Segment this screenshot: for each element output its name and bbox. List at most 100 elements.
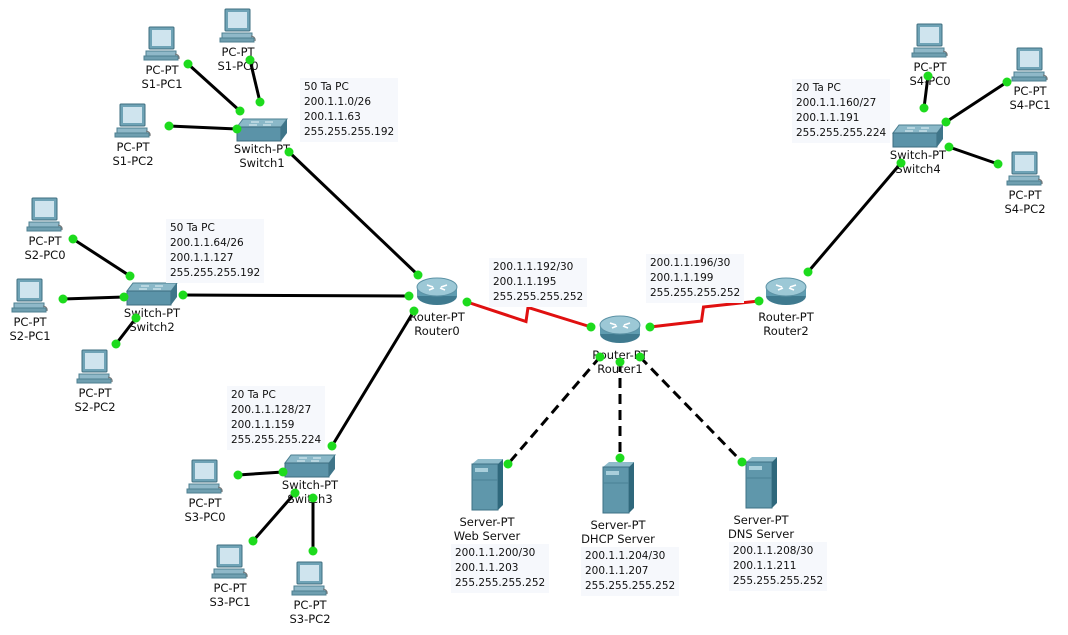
port-status-dot	[248, 536, 258, 546]
note-line: 200.1.1.192/30	[493, 261, 574, 273]
device-model: Switch-PT	[281, 478, 339, 492]
device-model: Router-PT	[758, 310, 814, 324]
port-status-dot	[615, 357, 625, 367]
port-status-dot	[278, 467, 288, 477]
pc-icon[interactable]	[218, 8, 258, 49]
port-status-dot	[327, 441, 337, 451]
pc-icon[interactable]	[185, 459, 225, 500]
switch-icon[interactable]	[891, 123, 945, 152]
pc-icon[interactable]	[290, 561, 330, 602]
link-s1-pc0-switch1[interactable]	[248, 59, 262, 103]
link-switch4-router2[interactable]	[806, 162, 903, 273]
pc-icon[interactable]	[1010, 47, 1050, 88]
port-status-dot	[615, 453, 625, 463]
router-icon[interactable]	[598, 315, 642, 348]
port-status-dot	[255, 97, 265, 107]
device-name: Router2	[763, 324, 809, 338]
router-icon[interactable]	[415, 277, 459, 310]
link-switch3-router0[interactable]	[330, 310, 416, 447]
note-line: 20 Ta PC	[231, 389, 276, 401]
link-router1-dnsserver[interactable]	[638, 355, 744, 464]
link-s1-pc1-switch1[interactable]	[186, 62, 242, 113]
link-router1-webserver[interactable]	[506, 356, 602, 465]
pc-icon[interactable]	[142, 26, 182, 67]
pc-icon[interactable]	[10, 278, 50, 319]
server-icon[interactable]	[744, 456, 778, 513]
port-status-dot	[503, 459, 513, 469]
pc-icon[interactable]	[910, 23, 950, 64]
switch-icon[interactable]	[235, 117, 289, 146]
device-name: S1-PC2	[112, 154, 154, 168]
device-model: PC-PT	[221, 45, 255, 59]
port-status-dot	[404, 291, 414, 301]
link-router1-router2[interactable]	[649, 299, 760, 329]
pc-icon[interactable]	[75, 349, 115, 390]
device-model: PC-PT	[116, 140, 150, 154]
device-name: S1-PC1	[141, 77, 183, 91]
note-line: 255.255.255.252	[650, 287, 741, 299]
device-name: S3-PC1	[209, 595, 251, 609]
note-line: 200.1.1.63	[304, 111, 361, 123]
link-s3-pc1-switch3[interactable]	[251, 492, 297, 542]
server-icon[interactable]	[470, 458, 504, 515]
device-model: PC-PT	[1013, 84, 1047, 98]
switch-icon[interactable]	[283, 453, 337, 482]
link-s3-pc0-switch3[interactable]	[237, 470, 284, 477]
note-line: 200.1.1.0/26	[304, 96, 371, 108]
router-icon[interactable]	[764, 277, 808, 310]
device-name: S4-PC0	[909, 74, 951, 88]
pc-icon[interactable]	[113, 103, 153, 144]
switch-icon[interactable]	[125, 281, 179, 310]
port-status-dot	[233, 470, 243, 480]
link-s2-pc2-switch2[interactable]	[114, 317, 138, 345]
pc-icon[interactable]	[210, 544, 250, 585]
port-status-dot	[919, 103, 929, 113]
pc-icon[interactable]	[25, 197, 65, 238]
link-s1-pc2-switch1[interactable]	[168, 124, 238, 131]
link-s4-pc1-switch4[interactable]	[945, 80, 1008, 124]
port-status-dot	[993, 159, 1003, 169]
note-line: 50 Ta PC	[170, 222, 215, 234]
device-model: PC-PT	[213, 581, 247, 595]
device-model: PC-PT	[145, 63, 179, 77]
link-s4-pc0-switch4[interactable]	[922, 75, 930, 109]
note-line: 200.1.1.211	[733, 560, 797, 572]
link-s2-pc1-switch2[interactable]	[62, 295, 125, 301]
link-s4-pc2-switch4[interactable]	[948, 145, 999, 166]
server-icon[interactable]	[601, 461, 635, 518]
port-status-dot	[178, 290, 188, 300]
link-s2-pc0-switch2[interactable]	[72, 237, 131, 278]
note-line: 200.1.1.199	[650, 272, 714, 284]
port-status-dot	[586, 322, 596, 332]
device-model: Router-PT	[409, 310, 465, 324]
link-switch2-router0[interactable]	[182, 293, 410, 298]
note-line: 255.255.255.252	[585, 580, 676, 592]
port-status-dot	[131, 313, 141, 323]
link-router0-router1[interactable]	[466, 300, 592, 329]
port-status-dot	[595, 352, 605, 362]
device-name: Router0	[414, 324, 460, 338]
port-status-dot	[245, 55, 255, 65]
note-r1-r2-subnet[interactable]: 200.1.1.196/30 200.1.1.199 255.255.255.252	[646, 254, 745, 303]
port-status-dot	[290, 488, 300, 498]
device-name: S3-PC2	[289, 612, 331, 626]
port-status-dot	[232, 124, 242, 134]
link-switch1-router0[interactable]	[287, 150, 420, 277]
note-line: 200.1.1.196/30	[650, 257, 731, 269]
pc-icon[interactable]	[1005, 151, 1045, 192]
port-status-dot	[803, 267, 813, 277]
